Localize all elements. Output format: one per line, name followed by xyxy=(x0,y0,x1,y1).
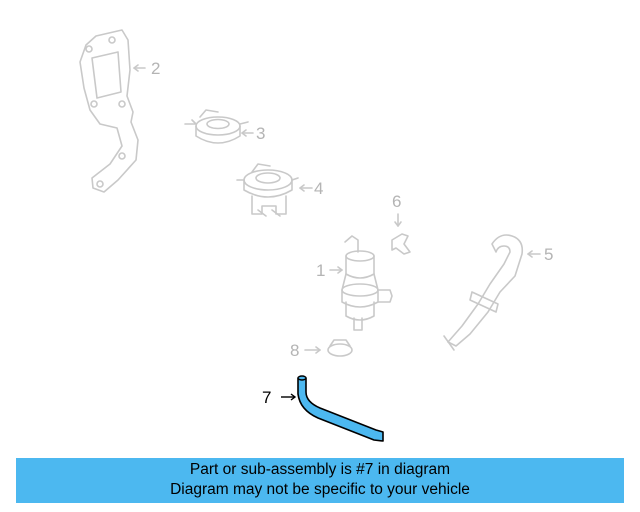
part-2-bracket xyxy=(79,29,146,193)
part-6-clip xyxy=(391,213,411,255)
callout-4: 4 xyxy=(314,179,323,198)
banner-line-1: Part or sub-assembly is #7 in diagram xyxy=(189,461,451,478)
callout-1: 1 xyxy=(316,261,325,280)
part-4-mount xyxy=(236,163,313,217)
part-8-grommet xyxy=(304,339,353,357)
part-1-pump xyxy=(329,235,393,331)
banner-line-2: Diagram may not be specific to your vehi… xyxy=(170,481,470,498)
callout-6: 6 xyxy=(392,192,401,211)
callout-5: 5 xyxy=(544,245,553,264)
part-7-hose-highlighted xyxy=(281,375,384,442)
callout-3: 3 xyxy=(256,124,265,143)
part-3-grommet xyxy=(184,109,254,144)
info-banner: Part or sub-assembly is #7 in diagram Di… xyxy=(16,458,624,503)
callout-7: 7 xyxy=(262,388,271,407)
callout-2: 2 xyxy=(151,59,160,78)
part-5-hose xyxy=(443,234,541,351)
callout-8: 8 xyxy=(290,341,299,360)
